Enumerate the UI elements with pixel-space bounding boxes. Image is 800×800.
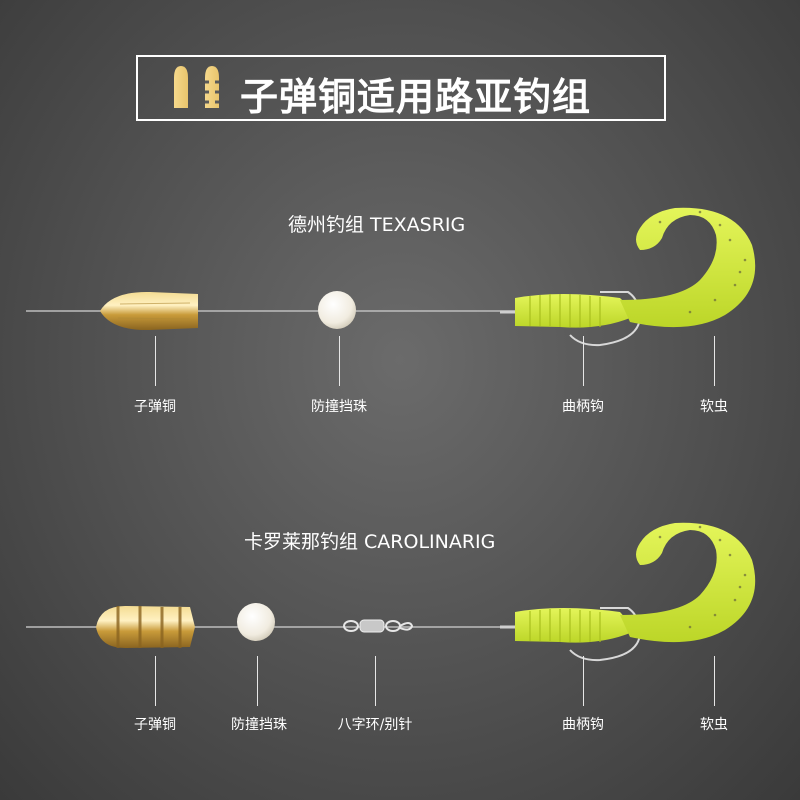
part-label-swivel: 八字环/别针 bbox=[337, 717, 413, 733]
bullet-weight-smooth-icon bbox=[100, 291, 198, 331]
part-label-worm: 软虫 bbox=[700, 717, 728, 733]
bullet-weight-grooved-icon bbox=[96, 606, 195, 648]
part-label-hook: 曲柄钩 bbox=[562, 717, 604, 733]
grub-worm-icon bbox=[515, 522, 756, 643]
part-label-hook: 曲柄钩 bbox=[562, 399, 604, 415]
leader-line bbox=[155, 336, 156, 386]
leader-line bbox=[257, 656, 258, 706]
part-label-bullet-weight: 子弹铜 bbox=[134, 399, 176, 415]
leader-line bbox=[714, 656, 715, 706]
texas-rig-heading: 德州钓组 TEXASRIG bbox=[288, 214, 466, 236]
grub-worm-icon bbox=[515, 207, 756, 328]
part-label-bullet-weight: 子弹铜 bbox=[134, 717, 176, 733]
leader-line bbox=[375, 656, 376, 706]
title-frame bbox=[136, 55, 666, 121]
leader-line bbox=[583, 336, 584, 386]
bead-icon bbox=[318, 291, 356, 329]
leader-line bbox=[714, 336, 715, 386]
bead-icon bbox=[237, 603, 275, 641]
leader-line bbox=[339, 336, 340, 386]
carolina-rig-heading: 卡罗莱那钓组 CAROLINARIG bbox=[244, 531, 496, 553]
page-title: 子弹铜适用路亚钓组 bbox=[240, 75, 592, 119]
bullet-weights-icon bbox=[168, 64, 228, 114]
carolina-rig bbox=[26, 522, 756, 662]
part-label-bead: 防撞挡珠 bbox=[311, 399, 367, 415]
texas-rig bbox=[26, 207, 756, 347]
leader-line bbox=[155, 656, 156, 706]
part-label-worm: 软虫 bbox=[700, 399, 728, 415]
swivel-snap-icon bbox=[343, 619, 414, 633]
part-label-bead: 防撞挡珠 bbox=[231, 717, 287, 733]
leader-line bbox=[583, 656, 584, 706]
